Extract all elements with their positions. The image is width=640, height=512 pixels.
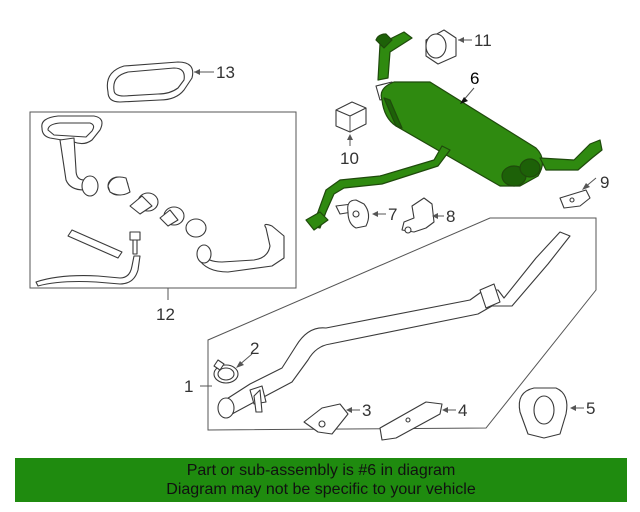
callout-4: 4 [458, 401, 467, 420]
part-3[interactable] [303, 403, 349, 435]
part-13[interactable] [106, 61, 194, 103]
callout-2: 2 [250, 339, 259, 358]
part-7[interactable] [347, 199, 370, 229]
callout-7: 7 [388, 205, 397, 224]
part-9[interactable] [559, 189, 591, 209]
part-11[interactable] [425, 29, 457, 65]
part-10[interactable] [335, 101, 367, 133]
part-4[interactable] [379, 401, 443, 441]
callout-1: 1 [184, 377, 193, 396]
info-banner: Part or sub-assembly is #6 in diagram Di… [15, 458, 627, 502]
part-8[interactable] [401, 197, 435, 234]
callout-9: 9 [600, 173, 609, 192]
part-6-muffler-assembly[interactable] [305, 31, 603, 231]
exhaust-system-diagram: 12 13 11 10 [29, 29, 609, 441]
part-group-1[interactable] [207, 217, 597, 431]
callout-12: 12 [156, 305, 175, 324]
callout-11: 11 [474, 31, 492, 50]
callout-10: 10 [340, 149, 359, 168]
callout-5: 5 [586, 399, 595, 418]
part-group-12[interactable] [29, 111, 297, 289]
callout-13: 13 [216, 63, 235, 82]
callout-6: 6 [470, 69, 479, 88]
banner-line-1: Part or sub-assembly is #6 in diagram [186, 462, 456, 479]
callout-8: 8 [446, 207, 455, 226]
part-5[interactable] [518, 387, 568, 439]
banner-line-2: Diagram may not be specific to your vehi… [166, 481, 476, 498]
part-2[interactable] [213, 359, 239, 384]
callout-3: 3 [362, 401, 371, 420]
